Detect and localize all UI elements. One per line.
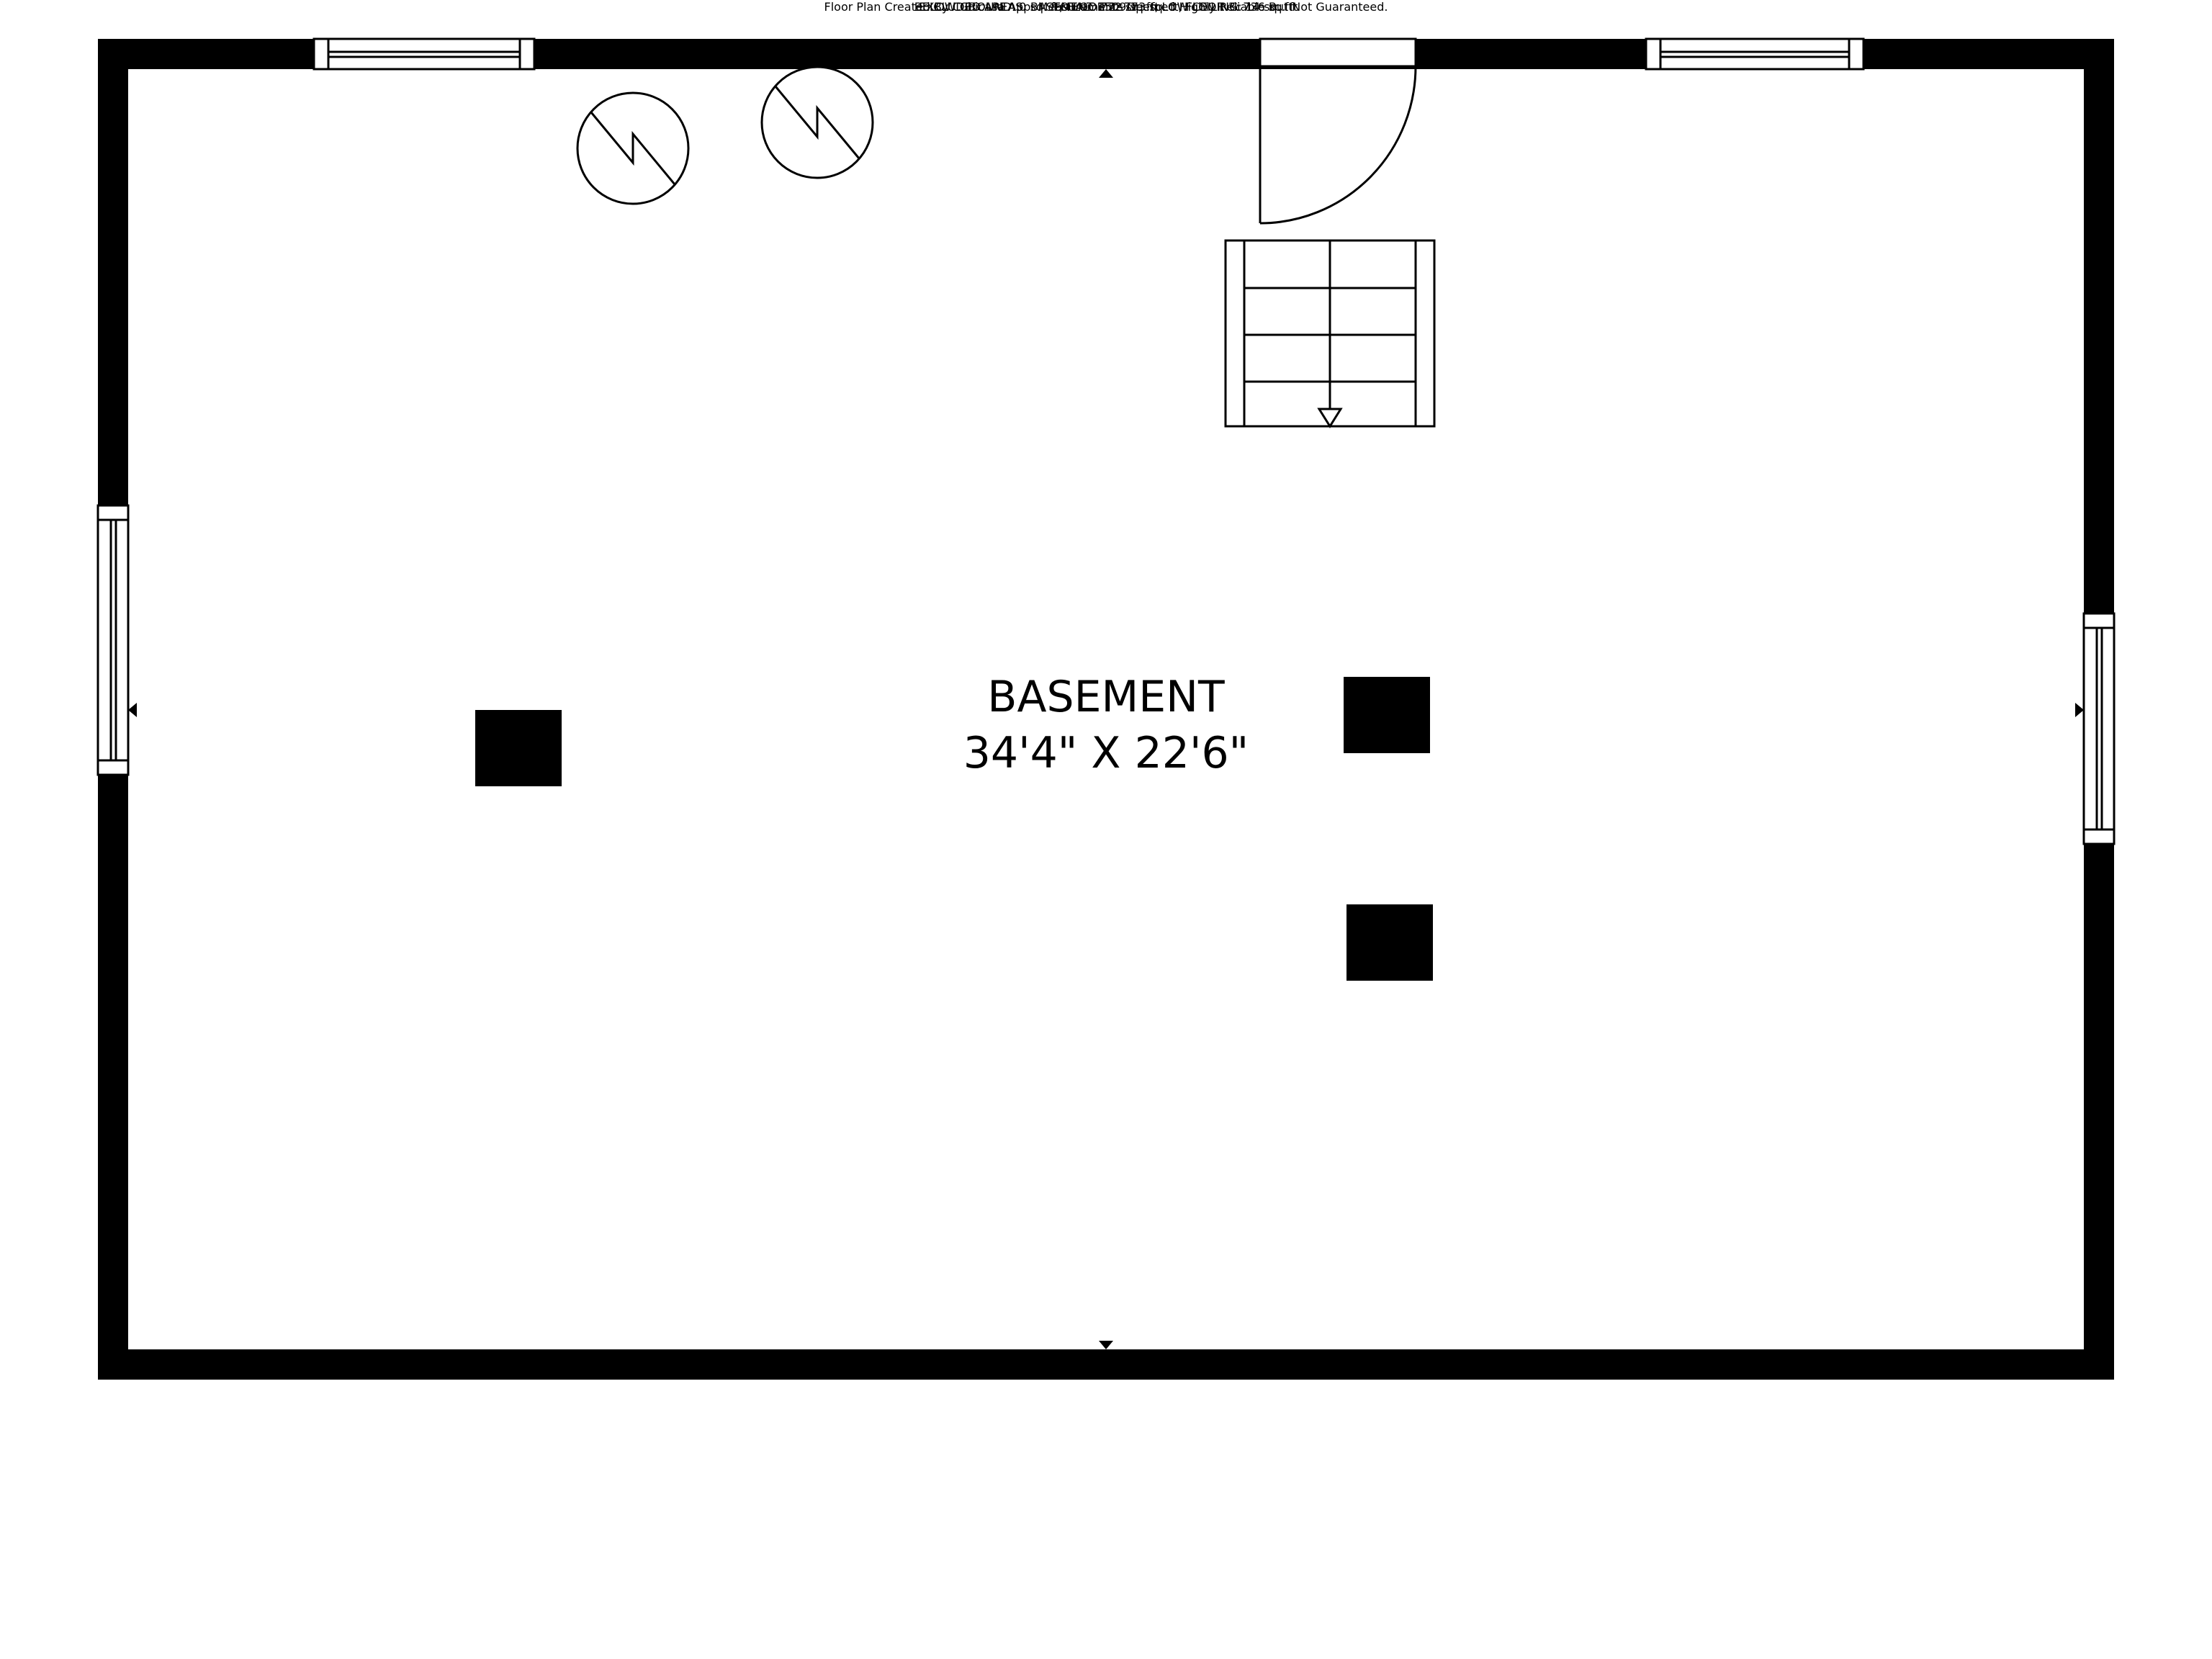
wall-bottom <box>98 1349 2114 1380</box>
excluded-areas: EXCLUDED AREAS: BASEMENT: 772 sq. ft, LO… <box>919 0 1293 14</box>
credit-note: Floor Plan Created By Cubicasa App. Meas… <box>824 0 1388 14</box>
water-heater-2 <box>760 66 874 179</box>
stairs <box>1224 239 1436 428</box>
door-opening <box>1259 37 1417 68</box>
window-left <box>96 504 130 776</box>
column-right-lower <box>1346 904 1433 981</box>
marker-top-icon <box>1099 69 1113 78</box>
area-breakdown: BELOW GROUND: 0 sq. ft, FLOOR 2: 773 sq.… <box>914 0 1298 14</box>
door-swing-arc <box>1259 66 1417 225</box>
window-top-right <box>1645 37 1865 71</box>
door <box>1259 37 1417 225</box>
window-right <box>2082 612 2116 845</box>
marker-right-icon <box>2075 703 2084 717</box>
water-heater-1 <box>576 91 690 205</box>
marker-bottom-icon <box>1099 1341 1113 1349</box>
room-dimensions: 34'4" X 22'6" <box>963 728 1249 778</box>
column-left <box>475 710 562 786</box>
room-name: BASEMENT <box>987 672 1225 722</box>
marker-left-icon <box>128 703 137 717</box>
window-top-left <box>313 37 536 71</box>
total-area: TOTAL: 1509 sq. ft <box>1053 0 1159 14</box>
column-right-upper <box>1344 677 1430 753</box>
stairs-down-arrow-icon <box>1317 408 1343 428</box>
